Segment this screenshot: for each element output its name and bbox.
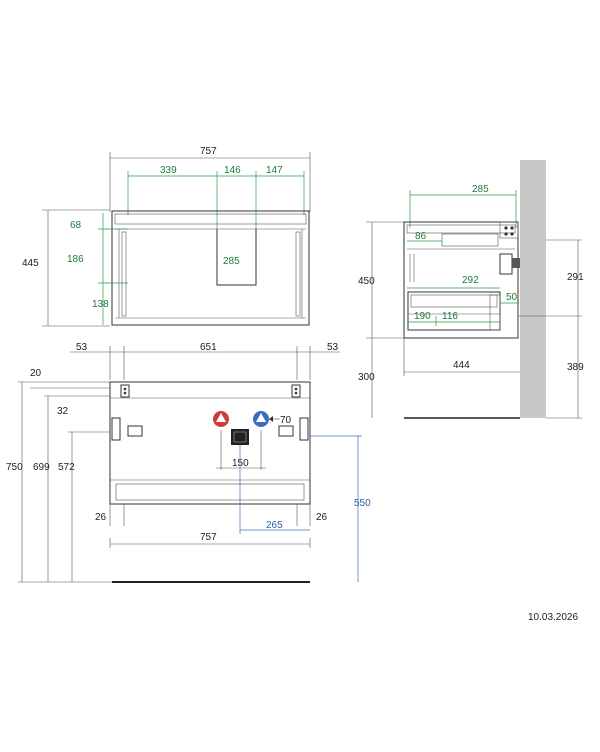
front-width-label: 757 bbox=[200, 532, 217, 543]
side-drawer-116-label: 116 bbox=[442, 311, 458, 322]
front-side-left-label: 53 bbox=[76, 342, 88, 353]
side-drawer-50-label: 50 bbox=[506, 292, 518, 303]
side-depth-label: 444 bbox=[453, 360, 470, 371]
front-view: 53 651 53 750 699 572 20 32 bbox=[6, 342, 371, 583]
front-foot-left-label: 26 bbox=[95, 512, 107, 523]
side-view: 285 86 292 190 116 50 4 bbox=[358, 160, 584, 419]
side-mount-300-label: 300 bbox=[358, 372, 375, 383]
side-mount-389-label: 389 bbox=[567, 362, 584, 373]
top-seg-left-label: 339 bbox=[160, 165, 177, 176]
front-drain-width-label: 150 bbox=[232, 458, 249, 469]
front-side-right-label: 53 bbox=[327, 342, 339, 353]
side-wall-291-label: 291 bbox=[567, 272, 584, 283]
top-inner-top-label: 68 bbox=[70, 220, 82, 231]
top-inner-bottom-label: 138 bbox=[92, 299, 109, 310]
front-drain-height-label: 550 bbox=[354, 498, 371, 509]
front-off-20-label: 20 bbox=[30, 368, 42, 379]
side-height-label: 450 bbox=[358, 276, 375, 287]
top-seg-mid-label: 146 bbox=[224, 165, 241, 176]
side-drawer-190-label: 190 bbox=[414, 311, 431, 322]
front-h-699-label: 699 bbox=[33, 462, 50, 473]
front-h-572-label: 572 bbox=[58, 462, 75, 473]
top-depth-label: 445 bbox=[22, 258, 39, 269]
top-view: 757 339 146 147 445 68 186 138 285 bbox=[22, 146, 311, 327]
front-pipe-gap-label: 70 bbox=[280, 415, 292, 426]
front-h-total-label: 750 bbox=[6, 462, 23, 473]
side-drawer-86-label: 86 bbox=[415, 231, 427, 242]
top-seg-right-label: 147 bbox=[266, 165, 283, 176]
front-off-32-label: 32 bbox=[57, 406, 69, 417]
front-inner-width-label: 651 bbox=[200, 342, 217, 353]
front-drain-offset-label: 265 bbox=[266, 520, 283, 531]
drawing-date: 10.03.2026 bbox=[528, 612, 579, 623]
side-drawer-292-label: 292 bbox=[462, 275, 479, 286]
top-cutout-label: 285 bbox=[223, 256, 240, 267]
top-inner-mid-label: 186 bbox=[67, 254, 84, 265]
side-top-reach-label: 285 bbox=[472, 184, 489, 195]
top-width-label: 757 bbox=[200, 146, 217, 157]
front-foot-right-label: 26 bbox=[316, 512, 328, 523]
wall bbox=[520, 160, 546, 418]
